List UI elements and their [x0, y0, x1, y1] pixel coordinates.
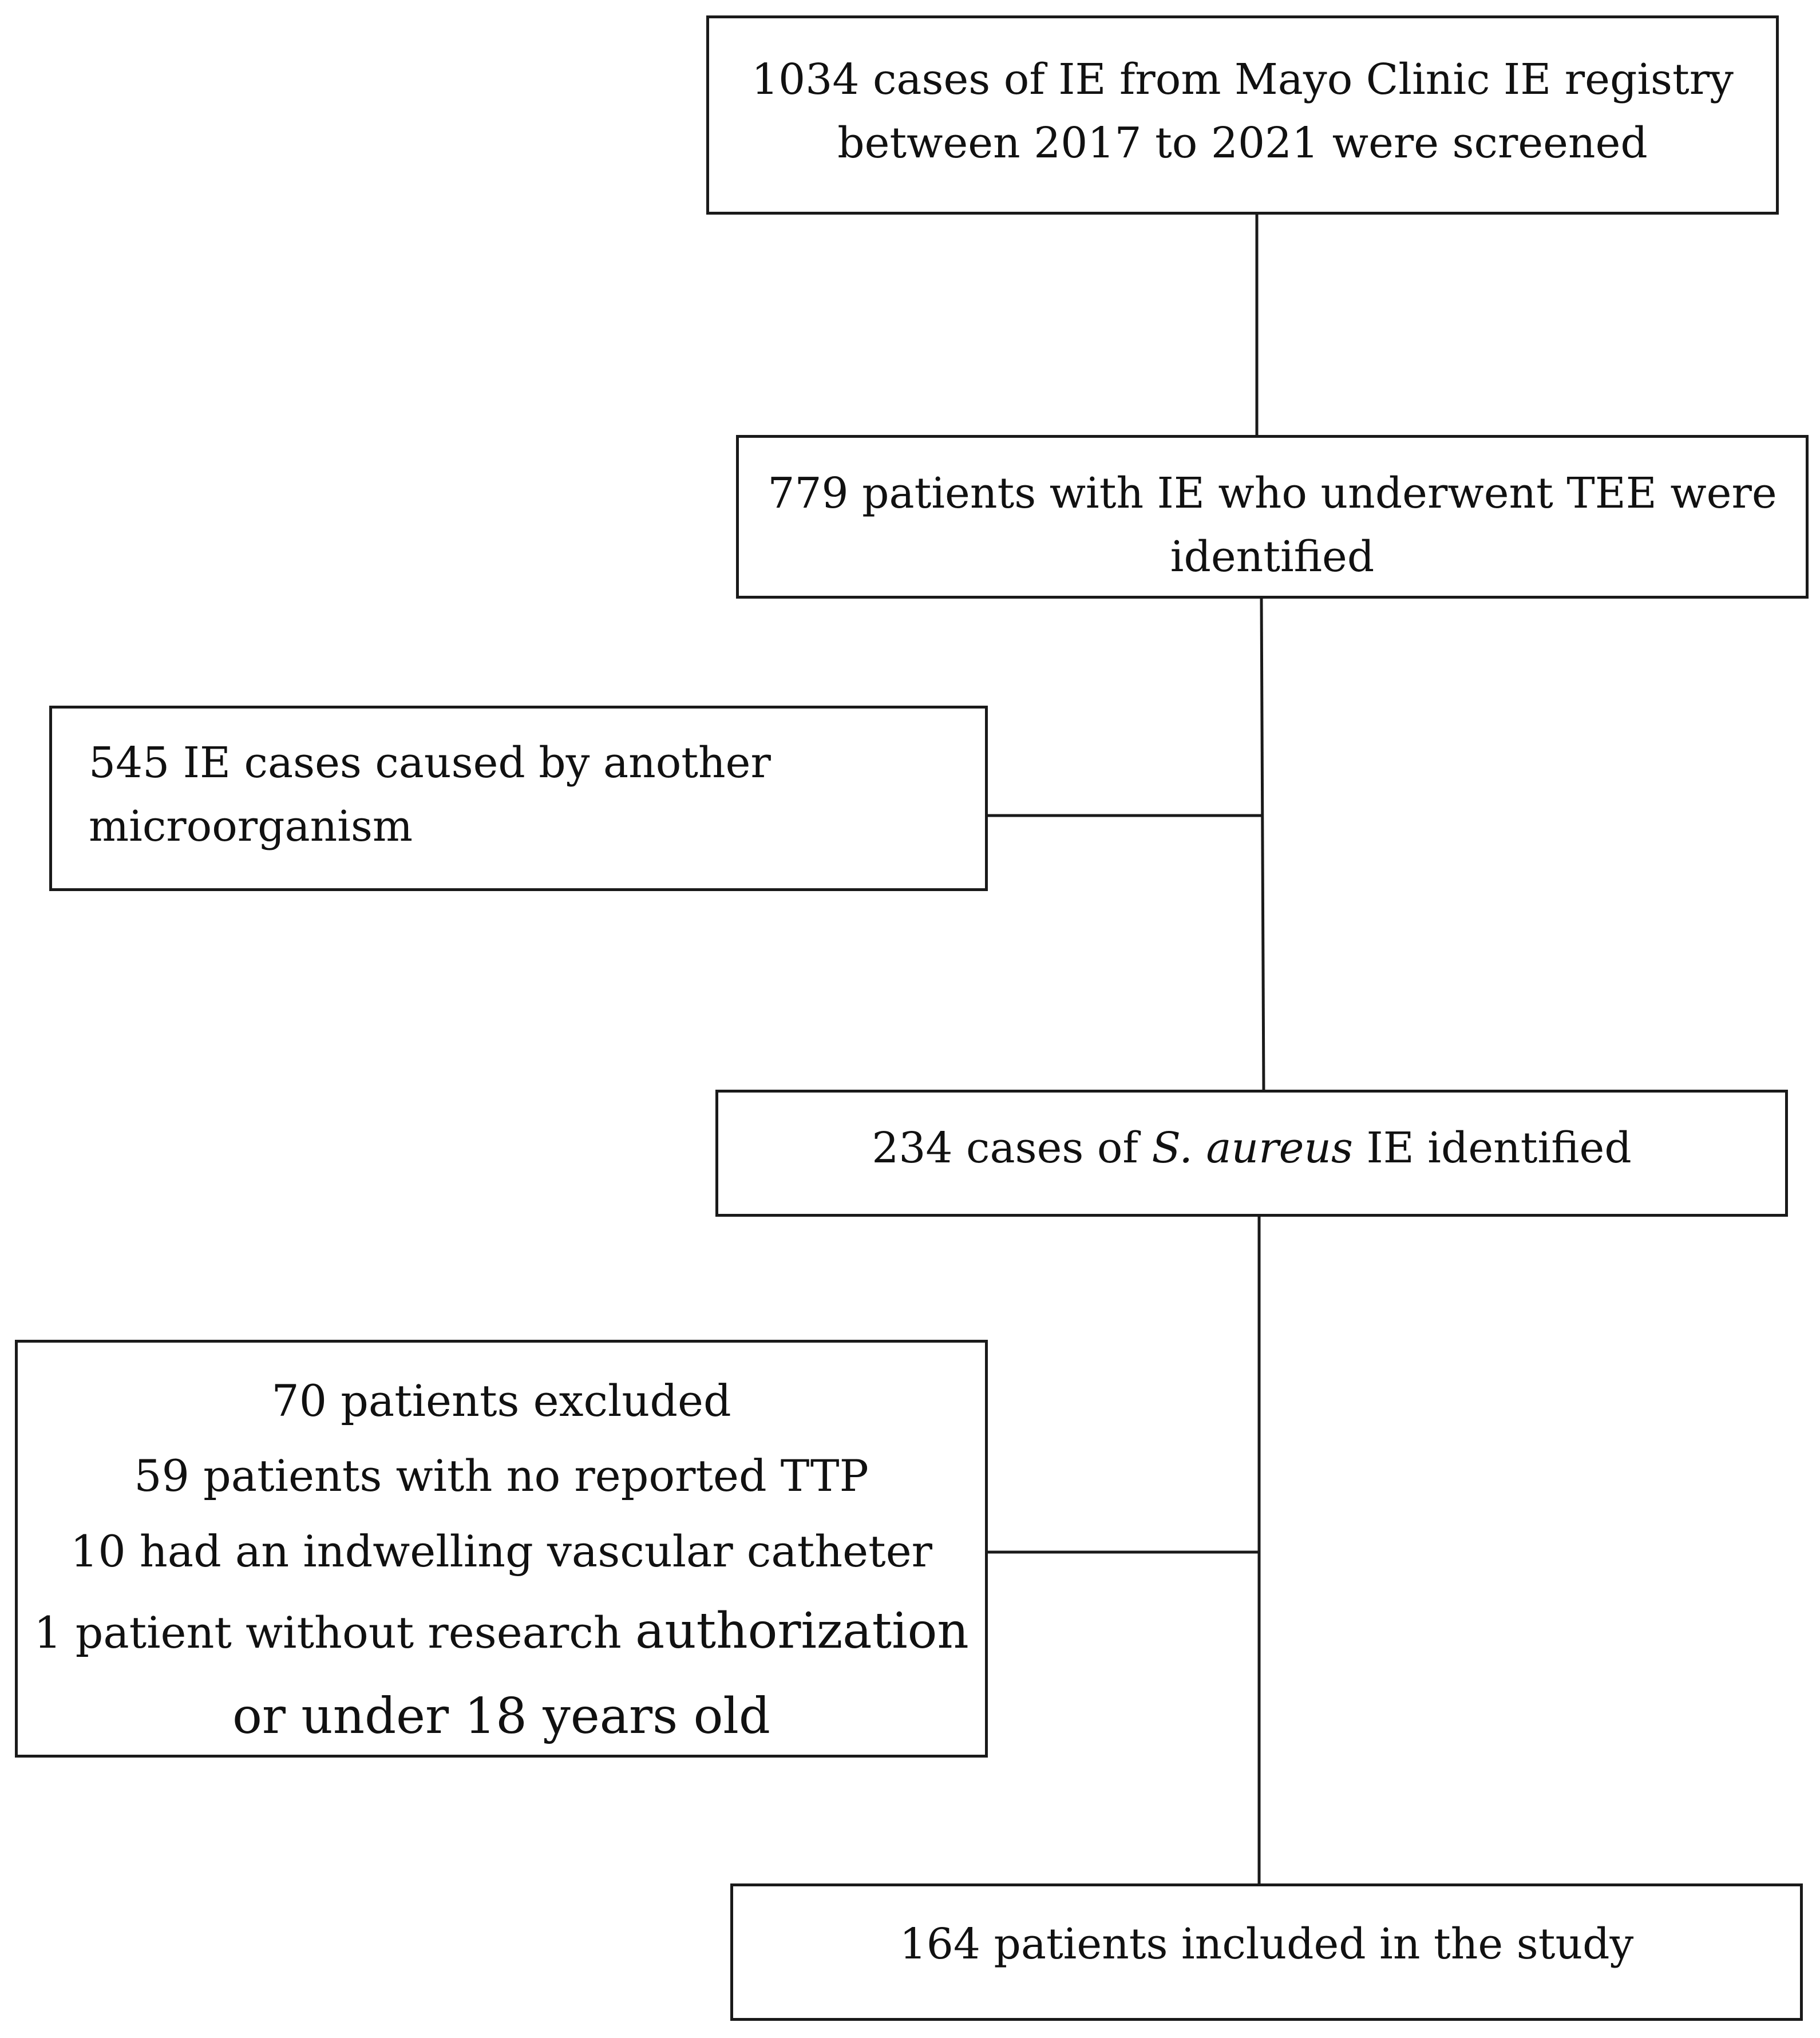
saureus-prefix: 234 cases of	[872, 1123, 1152, 1173]
tee-patients-line-2: identified	[1170, 532, 1375, 581]
saureus-cases-box: 234 cases of S. aureus IE identified	[715, 1090, 1788, 1217]
other-microorganism-box: 545 IE cases caused by another microorga…	[49, 706, 988, 891]
excluded-age-line: or under 18 years old	[232, 1688, 770, 1746]
excluded-authorization-word: authorization	[635, 1602, 969, 1660]
screened-cases-box: 1034 cases of IE from Mayo Clinic IE reg…	[706, 15, 1779, 215]
excluded-catheter-line: 10 had an indwelling vascular catheter	[70, 1525, 932, 1577]
excluded-total-line: 70 patients excluded	[271, 1375, 731, 1426]
saureus-suffix: IE identified	[1353, 1123, 1632, 1173]
screened-cases-line-2: between 2017 to 2021 were screened	[837, 118, 1648, 168]
saureus-cases-text: 234 cases of S. aureus IE identified	[718, 1117, 1785, 1180]
tee-patients-line-1: 779 patients with IE who underwent TEE w…	[767, 469, 1777, 518]
included-patients-line: 164 patients included in the study	[899, 1920, 1634, 1969]
excluded-authorization-prefix: 1 patient without research	[34, 1607, 635, 1659]
connector-tee-to-saureus	[1260, 598, 1265, 1095]
excluded-patients-box: 70 patients excluded 59 patients with no…	[15, 1340, 988, 1758]
saureus-organism-name: S. aureus	[1152, 1123, 1354, 1173]
other-microorganism-line-2: microorganism	[89, 802, 413, 851]
tee-patients-box: 779 patients with IE who underwent TEE w…	[736, 435, 1809, 599]
screened-cases-line-1: 1034 cases of IE from Mayo Clinic IE reg…	[751, 55, 1734, 104]
other-microorganism-line-1: 545 IE cases caused by another	[89, 738, 771, 788]
included-patients-box: 164 patients included in the study	[730, 1883, 1803, 2021]
excluded-authorization-line: 1 patient without research authorization	[18, 1589, 985, 1674]
excluded-no-ttp-line: 59 patients with no reported TTP	[134, 1450, 869, 1502]
